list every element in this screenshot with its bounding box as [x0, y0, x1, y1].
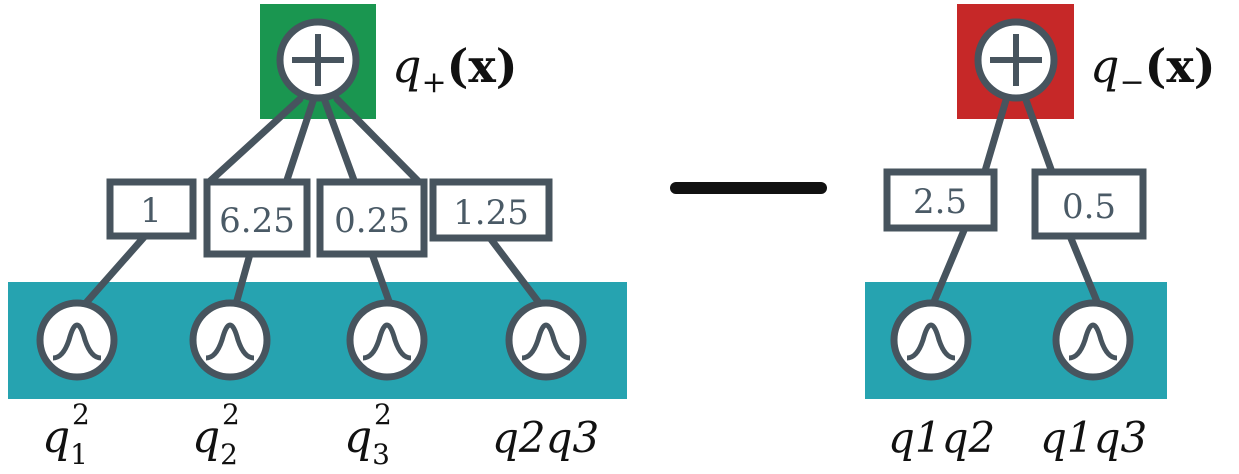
edge-root-w3 [321, 97, 359, 187]
negative-output-label: q−(x) [1090, 39, 1216, 100]
weight-value: 1.25 [453, 193, 529, 233]
edge-root-w2 [282, 97, 317, 187]
weight-box: 6.25 [203, 178, 311, 258]
weight-box: 1 [106, 178, 197, 240]
weight-value: 6.25 [219, 201, 295, 241]
gaussian-leaf-icon [505, 299, 587, 381]
edge-root-w2 [1022, 96, 1056, 176]
gaussian-leaf-icon [36, 299, 118, 381]
weight-box: 0.25 [316, 178, 428, 258]
edge-w4-leaf4 [486, 234, 544, 308]
leaf-label: q2q3 [492, 413, 599, 462]
edge-w2-leaf2 [232, 250, 254, 308]
edge-w1-leaf1 [929, 224, 969, 308]
gaussian-leaf-icon [890, 299, 972, 381]
edge-root-w4 [333, 95, 424, 187]
edge-w2-leaf2 [1066, 232, 1102, 308]
leaf-label: q22 [192, 398, 240, 471]
weight-box: 2.5 [883, 168, 998, 232]
leaf-label: q12 [42, 398, 90, 471]
leaf-label: q1q3 [1040, 413, 1147, 462]
sum-node-icon [974, 18, 1058, 102]
edge-w1-leaf1 [81, 232, 149, 308]
positive-output-label: q+(x) [392, 39, 518, 100]
sum-node-icon [276, 18, 360, 102]
leaf-label: q1q2 [888, 413, 995, 462]
edge-w3-leaf3 [368, 250, 394, 308]
edge-root-w1 [204, 95, 304, 187]
weight-box: 1.25 [429, 178, 553, 242]
positive-circuit: 1 6.25 0.25 1.25 [8, 4, 627, 471]
edge-root-w1 [981, 96, 1010, 175]
gaussian-leaf-icon [346, 299, 428, 381]
weight-value: 0.5 [1062, 187, 1116, 227]
weight-value: 2.5 [913, 182, 967, 222]
leaf-label: q32 [344, 398, 392, 471]
gaussian-leaf-icon [189, 299, 271, 381]
weight-box: 0.5 [1031, 168, 1147, 240]
gaussian-leaf-icon [1052, 299, 1134, 381]
weight-value: 1 [140, 191, 162, 231]
negative-circuit: 2.5 0.5 q−(x) q1q2 q1q3 [865, 4, 1216, 462]
weight-value: 0.25 [334, 201, 410, 241]
